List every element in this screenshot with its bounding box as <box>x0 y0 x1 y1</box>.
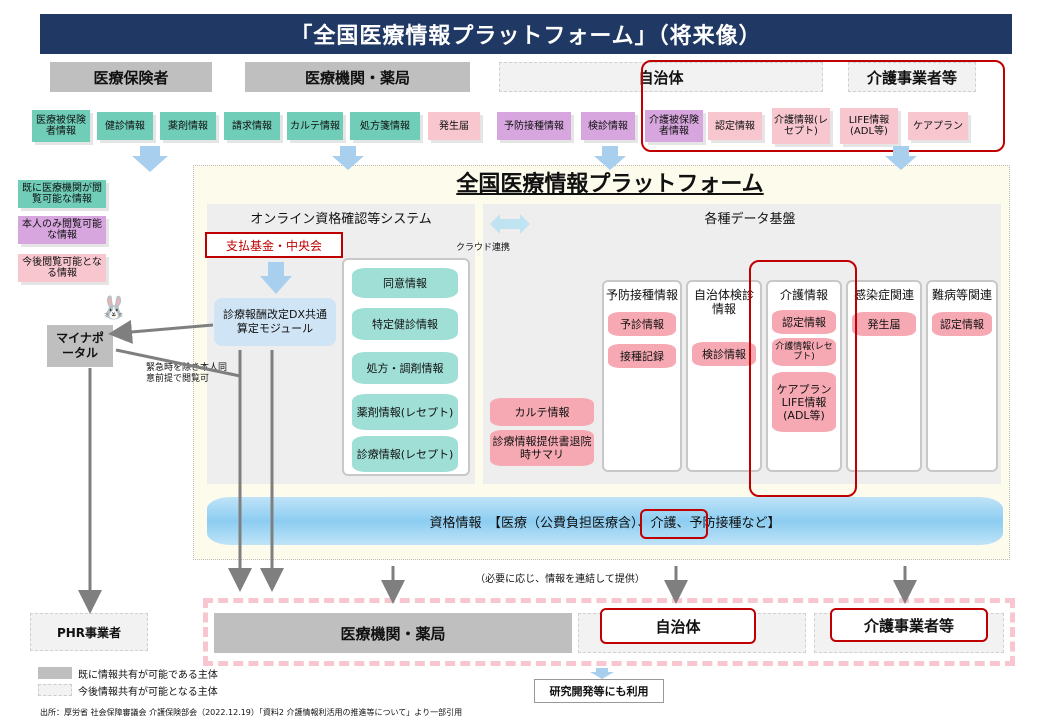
legend-purple: 本人のみ閲覧可能な情報 <box>18 216 106 244</box>
online-system-title: オンライン資格確認等システム <box>250 212 432 227</box>
doc-care-0: 介護情報(レセプト) <box>772 108 830 144</box>
column-rare-disease-title: 難病等関連 <box>931 288 992 302</box>
doc-medical-2: 処方箋情報 <box>350 112 420 140</box>
infection-item-0: 発生届 <box>852 312 916 336</box>
vacc-item-1: 接種記録 <box>608 344 676 368</box>
bottom-recipients-area <box>203 598 1015 666</box>
column-vaccination-title: 予防接種情報 <box>605 288 678 302</box>
column-infection-title: 感染症関連 <box>853 288 914 302</box>
data-base-title: 各種データ基盤 <box>704 212 796 227</box>
down-arrow-insurer <box>132 146 168 172</box>
down-arrow-fund <box>260 262 292 294</box>
legend-existing-label: 既に情報共有が可能である主体 <box>78 670 218 681</box>
cyl-checkup: 特定健診情報 <box>352 308 458 340</box>
vacc-item-0: 予診情報 <box>608 312 676 336</box>
doc-care-2: ケアプラン <box>908 112 968 140</box>
platform-title: 全国医療情報プラットフォーム <box>456 172 764 197</box>
cloud-link-label: クラウド連携 <box>455 243 510 253</box>
legend-future-swatch <box>38 684 72 696</box>
cyl-discharge: 診療情報提供書退院時サマリ <box>490 430 594 466</box>
source-note: 出所：厚労省 社会保障審議会 介護保険部会（2022.12.19）「資料2 介護… <box>40 708 463 717</box>
bottom-municipality-box: 自治体 <box>600 608 756 644</box>
cyl-karte: カルテ情報 <box>490 398 594 426</box>
cyl-medical-receipt: 診療情報(レセプト) <box>352 436 458 472</box>
down-arrow-care <box>885 146 917 170</box>
doc-insurer-2: 薬剤情報 <box>160 112 216 140</box>
research-box: 研究開発等にも利用 <box>534 679 664 703</box>
highlight-care-municipality <box>641 60 1005 152</box>
column-care-title: 介護情報 <box>779 288 828 302</box>
rare-item-0: 認定情報 <box>932 312 992 336</box>
care-item-0: 認定情報 <box>772 310 836 334</box>
calc-module-box: 診療報酬改定DX共通算定モジュール <box>214 298 336 346</box>
down-arrow-municipality <box>594 146 626 170</box>
down-arrow-medical <box>332 146 364 170</box>
link-note: （必要に応じ、情報を連結して提供） <box>475 574 645 585</box>
bottom-medical-box: 医療機関・薬局 <box>214 613 572 653</box>
legend-future-label: 今後情報共有が可能となる主体 <box>78 687 218 698</box>
legend-pink: 今後閲覧可能となる情報 <box>18 254 106 282</box>
doc-insurer-1: 健診情報 <box>97 112 153 140</box>
mynaportal-box: マイナポータル <box>47 325 113 367</box>
doc-insurer-0: 医療被保険者情報 <box>32 110 90 142</box>
page-title: 「全国医療情報プラットフォーム」（将来像） <box>40 14 1012 54</box>
phr-box: PHR事業者 <box>30 613 148 651</box>
header-care: 介護事業者等 <box>848 62 976 92</box>
legend-teal: 既に医療機関が閲覧可能な情報 <box>18 180 106 208</box>
doc-care-1: LIFE情報(ADL等) <box>840 108 898 144</box>
cyl-consent: 同意情報 <box>352 268 458 298</box>
doc-muni-1: 検診情報 <box>581 112 635 140</box>
doc-medical-0: 請求情報 <box>224 112 280 140</box>
care-item-2: ケアプランLIFE情報(ADL等) <box>772 372 836 432</box>
legend-existing-swatch <box>38 667 72 679</box>
qualification-bar: 資格情報 【医療（公費負担医療含）、介護、予防接種など】 <box>207 497 1003 545</box>
emergency-note: 緊急時を除き本人同意前提で閲覧可 <box>146 363 228 384</box>
cloud-arrow <box>490 214 530 234</box>
header-municipality: 自治体 <box>499 62 823 92</box>
header-insurer: 医療保険者 <box>50 62 212 92</box>
doc-medical-1: カルテ情報 <box>287 112 343 140</box>
doc-muni-3: 認定情報 <box>708 112 762 140</box>
column-muni-checkup-title: 自治体検診情報 <box>693 288 754 316</box>
doc-muni-0: 予防接種情報 <box>497 112 571 140</box>
doc-muni-2: 介護被保険者情報 <box>645 110 703 142</box>
muni-item-0: 検診情報 <box>692 342 756 366</box>
rabbit-mascot-icon: 🐰 <box>100 296 128 321</box>
fund-box: 支払基金・中央会 <box>205 232 343 258</box>
cyl-prescription: 処方・調剤情報 <box>352 352 458 384</box>
bottom-care-box: 介護事業者等 <box>830 608 988 642</box>
header-medical: 医療機関・薬局 <box>245 62 470 92</box>
care-item-1: 介護情報(レセプト) <box>772 338 836 366</box>
highlight-care-qualification <box>640 509 708 539</box>
highlight-care-column <box>749 260 857 497</box>
cyl-drug-receipt: 薬剤情報(レセプト) <box>352 394 458 430</box>
doc-medical-3: 発生届 <box>428 112 480 140</box>
